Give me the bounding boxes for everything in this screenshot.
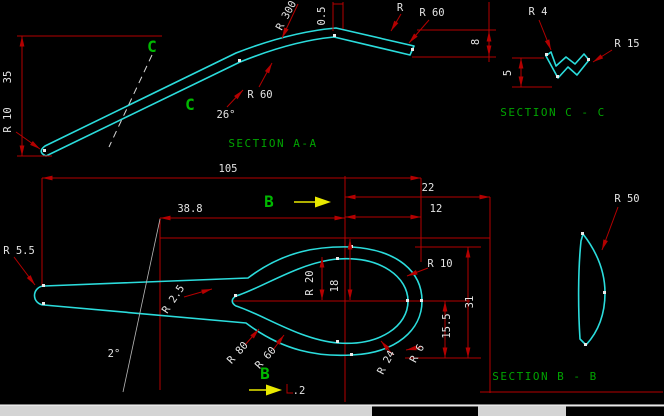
plan-view: 105 22 12 38.8 R 5.5 R 2.5 R 20 xyxy=(3,163,491,402)
dim-155: 15.5 xyxy=(441,313,453,338)
grip-point xyxy=(603,291,606,294)
cut-letter-b-bottom: B xyxy=(260,364,270,383)
leader-r15 xyxy=(592,49,613,63)
cut-arrow-b-bottom-icon xyxy=(266,384,282,396)
dim-r-top: R xyxy=(397,2,404,14)
grip-point xyxy=(545,53,548,56)
dim-r50: R 50 xyxy=(614,193,639,205)
leader-r4 xyxy=(538,19,552,51)
dim-r4: R 4 xyxy=(529,6,548,18)
leader-r80 xyxy=(244,328,260,346)
grip-point xyxy=(42,302,45,305)
dim-r55: R 5.5 xyxy=(3,245,35,257)
grip-point xyxy=(336,257,339,260)
cut-letter-c-top: C xyxy=(147,37,157,56)
dim-35: 35 xyxy=(2,71,14,84)
note-dot2: .2 xyxy=(293,385,306,397)
dim-r60-mid: R 60 xyxy=(247,89,272,101)
leader-r6 xyxy=(405,345,422,351)
title-block-cell-1 xyxy=(372,406,478,416)
dim-r24: R 24 xyxy=(375,349,397,377)
leader-r25 xyxy=(183,288,213,298)
spoon-outer-outline[interactable] xyxy=(33,246,423,357)
grip-point xyxy=(556,75,559,78)
leader-r10 xyxy=(15,131,41,150)
dim-r20: R 20 xyxy=(304,270,316,295)
dim-r60-top: R 60 xyxy=(419,7,444,19)
grip-point xyxy=(43,149,46,152)
grip-point xyxy=(581,232,584,235)
grip-point xyxy=(587,58,590,61)
taper-reference-line xyxy=(122,218,161,393)
dim-r300: R 300 xyxy=(274,0,299,32)
dim-12: 12 xyxy=(430,203,443,215)
leader-r50 xyxy=(601,206,619,251)
grip-point xyxy=(350,353,353,356)
grip-point xyxy=(406,299,409,302)
grip-point xyxy=(420,299,423,302)
leader-r60-mid xyxy=(258,62,273,88)
dim-5: 5 xyxy=(502,70,514,76)
section-bb-profile[interactable] xyxy=(577,233,606,346)
title-block-cell-2 xyxy=(566,406,664,416)
dim-388: 38.8 xyxy=(177,203,202,215)
cut-line-cc xyxy=(108,54,153,148)
dim-31: 31 xyxy=(464,296,476,309)
dim-r10-plan: R 10 xyxy=(427,258,452,270)
dim-r15: R 15 xyxy=(614,38,639,50)
leader-r55 xyxy=(13,256,36,286)
dim-r10-aa: R 10 xyxy=(2,107,14,132)
section-aa-title: SECTION A-A xyxy=(228,137,317,150)
cut-letter-c-bottom: C xyxy=(185,95,195,114)
section-cc-view: R 4 R 15 5 SECTION C - C xyxy=(500,6,639,119)
leader-r60-top xyxy=(408,19,430,44)
dim-22: 22 xyxy=(422,182,435,194)
dim-18: 18 xyxy=(329,280,341,293)
leader-r24 xyxy=(380,340,394,356)
section-cc-profile[interactable] xyxy=(545,51,590,79)
dim-2deg: 2° xyxy=(108,348,121,360)
dim-05: 0.5 xyxy=(316,7,328,26)
grip-point xyxy=(42,284,45,287)
sheet-border-strip xyxy=(0,404,664,416)
grip-point xyxy=(234,294,237,297)
section-bb-title: SECTION B - B xyxy=(492,370,598,383)
dim-26deg: 26° xyxy=(217,109,236,121)
dim-8: 8 xyxy=(470,39,482,45)
grip-point xyxy=(333,34,336,37)
cut-letter-b-top: B xyxy=(264,192,274,211)
grip-point xyxy=(336,340,339,343)
section-cc-title: SECTION C - C xyxy=(500,106,606,119)
dim-r6: R 6 xyxy=(408,342,428,364)
grip-point xyxy=(411,48,414,51)
blade-profile-outline[interactable] xyxy=(40,27,415,157)
section-bb-view: R 50 SECTION B - B xyxy=(480,193,663,393)
sheet-strip-band xyxy=(0,405,664,416)
leader-26deg xyxy=(226,89,244,108)
grip-point xyxy=(584,343,587,346)
cut-arrow-b-top-icon xyxy=(315,196,331,208)
section-aa-view: C C 35 R 10 R 300 0.5 R R 60 8 26° R 60 xyxy=(2,0,496,157)
dim-r25: R 2.5 xyxy=(160,283,188,316)
leader-r10-plan xyxy=(406,267,429,277)
leader-r300 xyxy=(281,3,299,39)
dim-105: 105 xyxy=(219,163,238,175)
grip-point xyxy=(238,59,241,62)
leader-r60-plan xyxy=(272,334,285,351)
leader-r xyxy=(390,13,402,32)
note-bracket xyxy=(286,384,293,394)
